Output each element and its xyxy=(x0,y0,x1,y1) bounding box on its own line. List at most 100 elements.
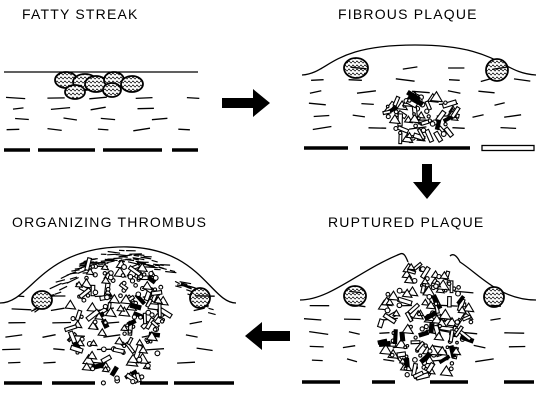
cap-fiber xyxy=(154,264,160,267)
cap-fiber xyxy=(115,253,129,257)
lipid-debris xyxy=(105,286,111,292)
lipid-debris xyxy=(126,336,134,346)
lipid-debris xyxy=(149,312,155,318)
smooth-muscle-cell xyxy=(12,107,24,110)
lipid-debris xyxy=(118,293,123,299)
lipid-debris xyxy=(406,268,417,275)
cap-fiber xyxy=(174,280,180,285)
lipid-debris xyxy=(403,345,408,350)
lipid-debris xyxy=(148,270,154,277)
lipid-debris xyxy=(86,350,98,360)
lipid-debris xyxy=(396,351,407,358)
lipid-debris xyxy=(401,288,413,298)
smooth-muscle-cell xyxy=(309,330,329,336)
lipid-debris xyxy=(130,378,136,385)
smooth-muscle-cell xyxy=(409,126,427,130)
smooth-muscle-cell xyxy=(47,127,62,132)
lipid-debris xyxy=(127,329,132,334)
cap-fiber xyxy=(134,253,145,256)
lipid-debris xyxy=(92,319,98,325)
smooth-muscle-cell xyxy=(356,90,376,94)
smooth-muscle-cell xyxy=(90,106,106,111)
lipid-debris xyxy=(457,305,468,314)
smooth-muscle-cell xyxy=(11,308,32,311)
lipid-debris xyxy=(150,319,161,329)
smooth-muscle-cell xyxy=(490,304,501,307)
lipid-debris xyxy=(384,307,391,314)
lipid-debris xyxy=(389,352,395,358)
ruptured-plaque-title: RUPTURED PLAQUE xyxy=(328,214,485,230)
smooth-muscle-cell xyxy=(63,117,77,121)
lipid-debris xyxy=(67,330,78,345)
smooth-muscle-cell xyxy=(480,77,492,83)
smooth-muscle-cell xyxy=(89,96,107,100)
lipid-debris xyxy=(142,312,148,325)
lipid-debris xyxy=(122,331,127,336)
smooth-muscle-cell xyxy=(42,334,56,338)
lipid-debris xyxy=(109,365,119,377)
lipid-debris xyxy=(104,294,110,301)
lipid-debris xyxy=(107,274,114,281)
cap-fiber xyxy=(175,285,182,288)
smooth-muscle-cell xyxy=(186,96,200,100)
smooth-muscle-cell xyxy=(307,66,322,70)
smooth-muscle-cell xyxy=(308,102,326,106)
smooth-muscle-cell xyxy=(383,358,395,362)
lipid-debris xyxy=(436,345,449,356)
smooth-muscle-cell xyxy=(452,127,465,129)
lipid-debris xyxy=(439,270,450,280)
lipid-debris xyxy=(443,126,455,139)
cap-fiber xyxy=(180,282,188,286)
smooth-muscle-cell xyxy=(475,358,494,363)
lipid-debris xyxy=(420,127,427,134)
smooth-muscle-cell xyxy=(303,318,322,321)
lipid-debris xyxy=(157,303,162,318)
lipid-debris xyxy=(439,364,454,377)
lipid-debris xyxy=(413,123,418,129)
lipid-debris xyxy=(404,311,414,323)
lipid-debris xyxy=(86,301,99,313)
lipid-debris xyxy=(85,293,91,298)
lipid-debris xyxy=(404,372,410,378)
lipid-debris xyxy=(407,302,421,315)
lipid-debris xyxy=(81,353,96,366)
cap-fiber xyxy=(107,250,121,254)
lipid-debris xyxy=(393,109,399,115)
smooth-muscle-cell xyxy=(346,358,358,363)
lipid-debris xyxy=(396,287,403,294)
smooth-muscle-cell xyxy=(309,90,322,94)
cap-fiber xyxy=(100,259,113,262)
lipid-debris xyxy=(424,100,433,111)
lipid-debris xyxy=(449,280,454,294)
lipid-debris xyxy=(462,302,475,313)
lipid-debris xyxy=(78,287,92,300)
lipid-debris xyxy=(429,90,444,103)
smooth-muscle-cell xyxy=(5,96,26,100)
smooth-muscle-cell xyxy=(348,331,360,335)
lipid-debris xyxy=(421,298,430,306)
lipid-debris xyxy=(90,366,96,372)
lipid-debris xyxy=(456,285,461,290)
cap-fiber xyxy=(153,263,164,266)
arrow-down-icon xyxy=(413,164,441,199)
lipid-debris xyxy=(81,361,93,372)
smooth-muscle-cell xyxy=(472,114,484,118)
lipid-debris xyxy=(158,284,164,290)
lipid-debris xyxy=(440,131,447,137)
lipid-debris xyxy=(410,340,421,345)
lipid-debris xyxy=(116,304,126,312)
smooth-muscle-cell xyxy=(349,290,362,294)
lipid-debris xyxy=(136,262,149,273)
lipid-debris xyxy=(424,128,435,144)
lipid-debris xyxy=(412,112,416,116)
lipid-debris xyxy=(392,95,401,107)
smooth-muscle-cell xyxy=(50,106,71,111)
lipid-debris xyxy=(376,318,385,329)
smooth-muscle-cell xyxy=(8,294,25,298)
lipid-debris xyxy=(152,274,159,281)
lipid-debris xyxy=(85,308,101,323)
lipid-debris xyxy=(69,344,84,354)
lipid-debris xyxy=(119,293,133,305)
lipid-debris xyxy=(413,335,418,340)
lipid-debris xyxy=(127,273,134,280)
